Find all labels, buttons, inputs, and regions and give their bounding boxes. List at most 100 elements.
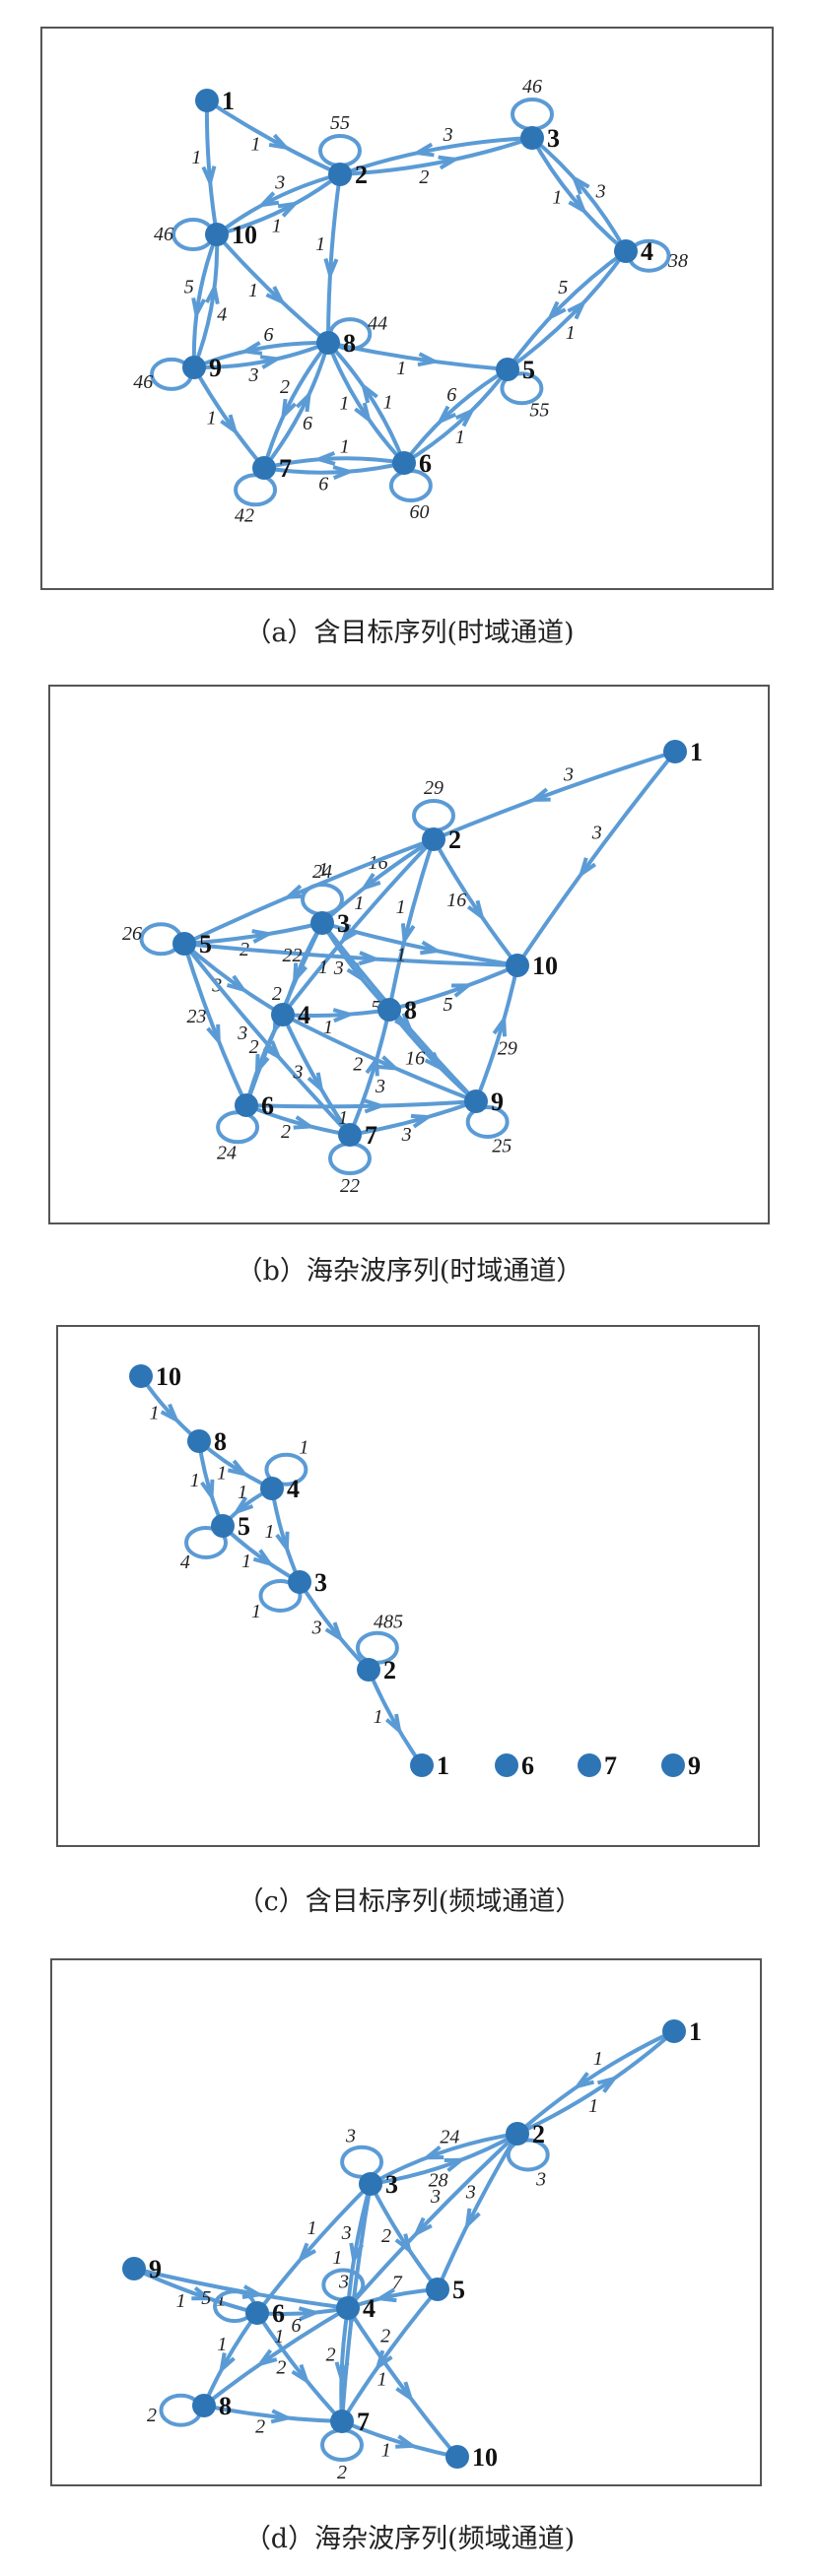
graph-edge — [215, 172, 341, 236]
edge-label: 7 — [392, 2272, 403, 2293]
node-label: 9 — [209, 354, 222, 382]
edge-arrow — [219, 2352, 236, 2371]
node-label: 10 — [532, 952, 558, 980]
edge-label: 1 — [272, 215, 282, 236]
graph-edge — [193, 341, 329, 370]
node-label: 7 — [357, 2408, 370, 2436]
edge-arrow — [252, 1549, 272, 1566]
caption-a: （a）含目标序列(时域通道) — [244, 618, 575, 648]
graph-node — [316, 331, 340, 355]
node-label: 8 — [343, 329, 356, 358]
loop-label: 485 — [374, 1612, 403, 1633]
edge-label: 1 — [248, 280, 258, 301]
node-label: 3 — [385, 2170, 398, 2199]
graph-node — [260, 1477, 284, 1500]
graph-edge — [191, 233, 219, 368]
edge-label: 2 — [249, 1036, 259, 1058]
graph-node — [288, 1570, 311, 1594]
node-label: 10 — [156, 1362, 181, 1391]
graph-node — [578, 1753, 601, 1777]
edge-arrow — [268, 133, 288, 150]
edge-arrow — [414, 2216, 433, 2235]
node-label: 1 — [222, 87, 235, 115]
graph-edge — [530, 136, 628, 252]
graph-edge — [262, 341, 330, 469]
graph-node — [445, 2445, 469, 2469]
edge-arrow — [332, 1008, 351, 1024]
edge-label: 3 — [341, 2222, 352, 2244]
edge-label: 3 — [375, 1076, 385, 1097]
node-label: 6 — [419, 449, 432, 478]
edge-label: 6 — [318, 474, 328, 495]
self-loop — [465, 1104, 510, 1139]
edge-label: 1 — [318, 859, 328, 881]
graph-edge — [183, 921, 323, 946]
edge-label: 1 — [323, 1017, 333, 1038]
edge-label: 16 — [446, 890, 466, 911]
loop-label: 3 — [535, 2169, 546, 2191]
edge-arrow — [363, 872, 381, 891]
loop-label: 24 — [217, 1142, 237, 1163]
self-loop — [506, 2138, 550, 2172]
node-label: 7 — [365, 1121, 377, 1150]
graph-node — [235, 1093, 258, 1117]
edge-label: 3 — [443, 124, 453, 146]
edge-label: 6 — [263, 324, 273, 346]
node-label: 6 — [261, 1091, 274, 1120]
edge-arrow — [291, 2363, 308, 2383]
graph-node — [662, 2019, 686, 2043]
edge-arrow — [362, 384, 378, 404]
edge-label: 1 — [374, 1706, 383, 1728]
edge-arrow — [251, 929, 270, 944]
edge-label: 2 — [381, 2225, 391, 2247]
edge-label: 1 — [566, 322, 576, 344]
edge-label: 2 — [281, 1121, 291, 1143]
loop-label: 2 — [337, 2462, 347, 2483]
edge-arrow — [204, 287, 220, 305]
caption-b: （b）海杂波序列(时域通道） — [236, 1256, 583, 1287]
edge-arrow — [395, 2381, 413, 2400]
edge-arrow — [532, 787, 551, 802]
graph-edge — [370, 2132, 518, 2186]
edge-label: 2 — [280, 376, 290, 398]
edge-arrow — [235, 1496, 254, 1514]
graph-node — [506, 2122, 529, 2146]
edge-label: 3 — [248, 364, 259, 386]
graph-edge — [321, 921, 518, 967]
graph-edge — [369, 2183, 440, 2291]
node-label: 4 — [363, 2294, 375, 2323]
loop-label: 1 — [332, 2247, 342, 2269]
graph-edge — [388, 963, 518, 1012]
edge-label: 1 — [241, 1551, 251, 1572]
graph-edge — [506, 249, 628, 371]
edge-label: 3 — [293, 1062, 304, 1084]
graph-edge — [433, 750, 676, 841]
edge-label: 1 — [338, 1107, 348, 1129]
edge-label: 2 — [276, 2356, 286, 2378]
edge-label: 1 — [396, 358, 406, 379]
edge-arrow — [377, 1055, 397, 1071]
edge-arrow — [548, 300, 567, 319]
edge-arrow — [568, 194, 585, 213]
edge-arrow — [426, 2145, 444, 2160]
graph-edge — [387, 838, 436, 1011]
graph-edge — [182, 943, 248, 1106]
node-label: 2 — [355, 161, 368, 189]
edge-arrow — [200, 1479, 215, 1497]
node-label: 7 — [279, 454, 292, 483]
loop-label: 1 — [251, 1601, 261, 1622]
edge-arrow — [307, 1072, 323, 1091]
edge-arrow — [244, 341, 263, 356]
edge-arrow — [220, 414, 238, 432]
edge-arrow — [265, 286, 284, 303]
node-label: 1 — [689, 2017, 702, 2046]
loop-label: 26 — [122, 923, 142, 945]
graph-node — [495, 1753, 518, 1777]
edge-label: 1 — [250, 134, 260, 156]
edge-arrow — [295, 393, 311, 413]
node-label: 3 — [547, 124, 560, 153]
node-label: 2 — [532, 2120, 545, 2148]
